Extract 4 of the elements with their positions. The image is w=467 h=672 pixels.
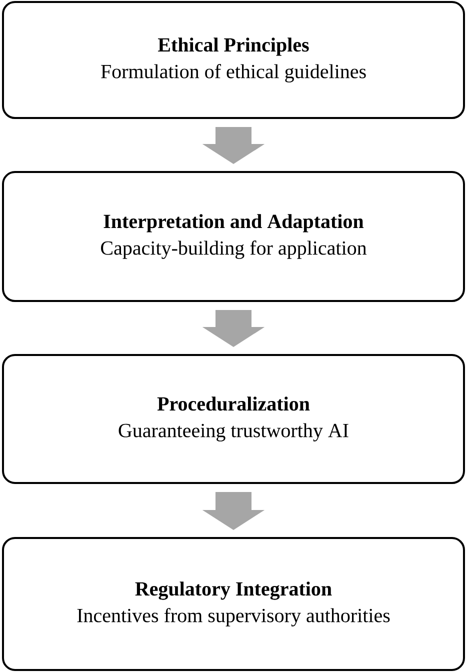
process-box: Interpretation and Adaptation Capacity-building for application [2, 171, 465, 302]
process-box: Regulatory Integration Incentives from supervisory authorities [2, 537, 465, 671]
process-box: Ethical Principles Formulation of ethical guidelines [2, 1, 465, 119]
process-box: Proceduralization Guaranteeing trustworthy AI [2, 354, 465, 484]
